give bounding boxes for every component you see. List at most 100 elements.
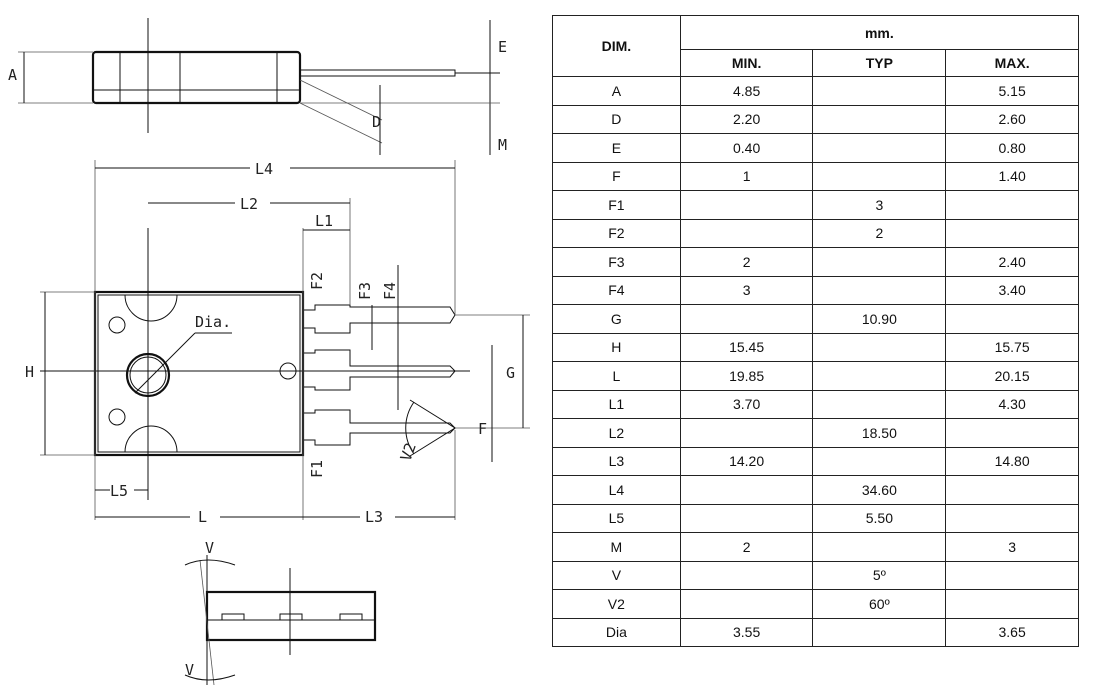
cell-dim: L <box>552 361 681 391</box>
top-view: Dia. G F V2 L4 L2 L1 F2 F3 F4 F1 <box>25 160 530 526</box>
cell-dim: Dia <box>552 617 681 647</box>
dimension-label: L <box>198 508 207 526</box>
cell-dim: D <box>552 104 681 134</box>
table-row: F2 2 <box>552 218 1079 248</box>
cell-max: 3.65 <box>945 617 1079 647</box>
cell-max: 2.60 <box>945 104 1079 134</box>
cell-dim: E <box>552 133 681 163</box>
cell-max <box>945 190 1079 220</box>
cell-typ <box>812 247 947 277</box>
cell-dim: L5 <box>552 503 681 533</box>
cell-typ: 3 <box>812 190 947 220</box>
cell-max <box>945 503 1079 533</box>
dimension-label: A <box>8 66 17 84</box>
dimension-label: V <box>205 539 214 557</box>
cell-dim: G <box>552 304 681 334</box>
cell-max: 20.15 <box>945 361 1079 391</box>
cell-max: 14.80 <box>945 446 1079 476</box>
cell-dim: F1 <box>552 190 681 220</box>
dimension-label: G <box>506 364 515 382</box>
dimension-label: H <box>25 363 34 381</box>
cell-max <box>945 589 1079 619</box>
cell-min <box>679 589 814 619</box>
dimension-label: L2 <box>240 195 258 213</box>
cell-min: 0.40 <box>679 133 814 163</box>
dimension-label: L1 <box>315 212 333 230</box>
cell-typ <box>812 133 947 163</box>
dimension-label: F4 <box>381 282 399 300</box>
cell-typ <box>812 361 947 391</box>
cell-max <box>945 418 1079 448</box>
dimension-label: V2 <box>397 440 420 463</box>
cell-max: 4.30 <box>945 389 1079 419</box>
cell-dim: A <box>552 76 681 106</box>
cell-min: 2 <box>679 532 814 562</box>
cell-max: 3.40 <box>945 275 1079 305</box>
cell-typ: 2 <box>812 218 947 248</box>
cell-max <box>945 304 1079 334</box>
cell-dim: F4 <box>552 275 681 305</box>
cell-typ <box>812 389 947 419</box>
dimension-label: V <box>185 661 194 679</box>
dimension-label: D <box>372 113 381 131</box>
cell-dim: F3 <box>552 247 681 277</box>
dimension-label: F <box>478 420 487 438</box>
cell-dim: F2 <box>552 218 681 248</box>
cell-typ <box>812 161 947 191</box>
dimension-label: Dia. <box>195 313 231 331</box>
cell-max: 15.75 <box>945 332 1079 362</box>
header-max: MAX. <box>945 49 1079 77</box>
cell-min <box>679 560 814 590</box>
cell-max: 2.40 <box>945 247 1079 277</box>
cell-typ: 18.50 <box>812 418 947 448</box>
cell-min <box>679 418 814 448</box>
dimension-label: L3 <box>365 508 383 526</box>
cell-min <box>679 304 814 334</box>
cell-dim: M <box>552 532 681 562</box>
side-view: A E D M <box>8 18 507 155</box>
cell-min: 19.85 <box>679 361 814 391</box>
cell-min: 2 <box>679 247 814 277</box>
cell-min: 3 <box>679 275 814 305</box>
header-min: MIN. <box>679 49 814 77</box>
cell-min: 2.20 <box>679 104 814 134</box>
cell-min <box>679 218 814 248</box>
cell-typ <box>812 275 947 305</box>
cell-min: 3.55 <box>679 617 814 647</box>
table-row: F1 3 <box>552 190 1079 220</box>
package-outline-drawing: A E D M Dia. G F V2 <box>8 18 530 686</box>
cell-typ <box>812 446 947 476</box>
cell-max: 0.80 <box>945 133 1079 163</box>
header-typ: TYP <box>812 49 947 77</box>
cell-typ <box>812 332 947 362</box>
cell-typ <box>812 617 947 647</box>
front-view: V V <box>184 539 377 686</box>
cell-dim: L1 <box>552 389 681 419</box>
cell-min: 1 <box>679 161 814 191</box>
cell-max <box>945 560 1079 590</box>
cell-max <box>945 218 1079 248</box>
cell-typ: 34.60 <box>812 475 947 505</box>
cell-min: 14.20 <box>679 446 814 476</box>
cell-min <box>679 503 814 533</box>
cell-typ <box>812 532 947 562</box>
cell-min <box>679 475 814 505</box>
cell-dim: V <box>552 560 681 590</box>
cell-dim: V2 <box>552 589 681 619</box>
